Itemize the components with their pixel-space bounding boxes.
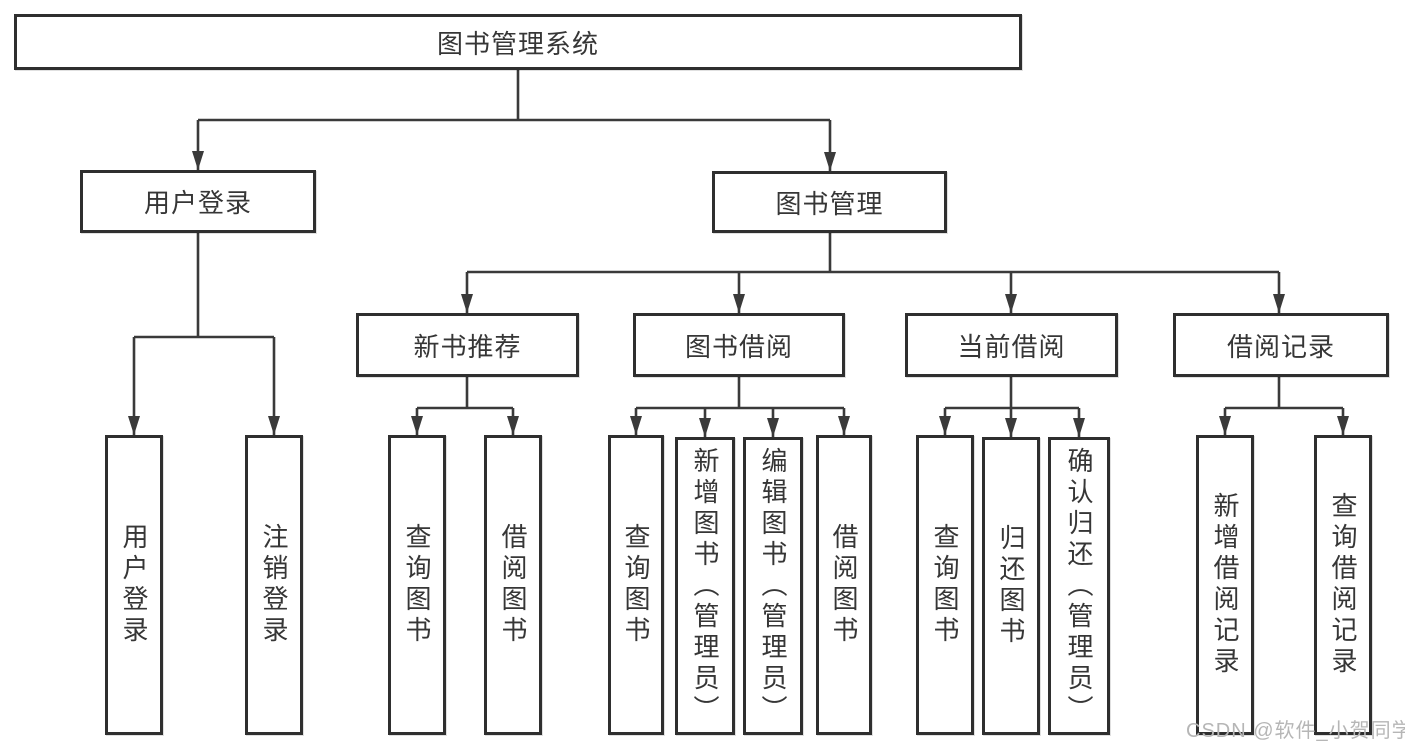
node-label: 新增图书（管理员）: [690, 446, 720, 726]
connector-elbows: [134, 70, 1343, 410]
node-label: 查询图书: [402, 523, 432, 647]
node-label: 查询借阅记录: [1328, 492, 1358, 678]
node-label: 借阅图书: [498, 523, 528, 647]
node-label: 新书推荐: [413, 331, 522, 362]
node-leaf-logout-login: 注销登录: [245, 435, 303, 735]
node-label: 查询图书: [930, 523, 960, 647]
node-leaf-query-book-a: 查询图书: [388, 435, 446, 735]
node-label: 借阅图书: [829, 523, 859, 647]
node-leaf-borrow-book-a: 借阅图书: [484, 435, 542, 735]
node-leaf-query-borrow-record: 查询借阅记录: [1314, 435, 1372, 735]
node-label: 注销登录: [259, 523, 289, 647]
node-root: 图书管理系统: [14, 14, 1022, 70]
node-leaf-query-book-b: 查询图书: [608, 435, 664, 735]
node-label: 用户登录: [119, 523, 149, 647]
node-label: 查询图书: [621, 523, 651, 647]
node-label: 归还图书: [996, 524, 1026, 648]
node-leaf-user-login: 用户登录: [105, 435, 163, 735]
node-book-mgmt: 图书管理: [712, 171, 947, 233]
node-label: 借阅记录: [1226, 331, 1335, 362]
node-label: 用户登录: [143, 188, 252, 218]
node-book-borrow: 图书借阅: [633, 313, 845, 377]
node-leaf-query-book-c: 查询图书: [916, 435, 974, 735]
node-new-book-rec: 新书推荐: [356, 313, 579, 377]
node-label: 图书管理系统: [436, 28, 599, 59]
node-borrow-record: 借阅记录: [1173, 313, 1389, 377]
node-label: 当前借阅: [957, 331, 1066, 362]
node-label: 确认归还（管理员）: [1064, 446, 1094, 726]
node-label: 编辑图书（管理员）: [758, 446, 788, 726]
watermark-text: CSDN @软件_小贺同学: [1186, 720, 1405, 742]
node-leaf-borrow-book-b: 借阅图书: [816, 435, 872, 735]
node-leaf-add-book-admin: 新增图书（管理员）: [675, 437, 735, 735]
node-leaf-edit-book-admin: 编辑图书（管理员）: [743, 437, 803, 735]
node-label: 图书管理: [775, 188, 884, 219]
node-leaf-add-borrow-record: 新增借阅记录: [1196, 435, 1254, 735]
node-label: 新增借阅记录: [1210, 492, 1240, 678]
node-leaf-confirm-return-admin: 确认归还（管理员）: [1048, 437, 1110, 735]
node-current-borrow: 当前借阅: [905, 313, 1118, 377]
node-leaf-return-book: 归还图书: [982, 437, 1040, 735]
node-label: 图书借阅: [684, 331, 793, 362]
node-user-login: 用户登录: [80, 170, 316, 233]
